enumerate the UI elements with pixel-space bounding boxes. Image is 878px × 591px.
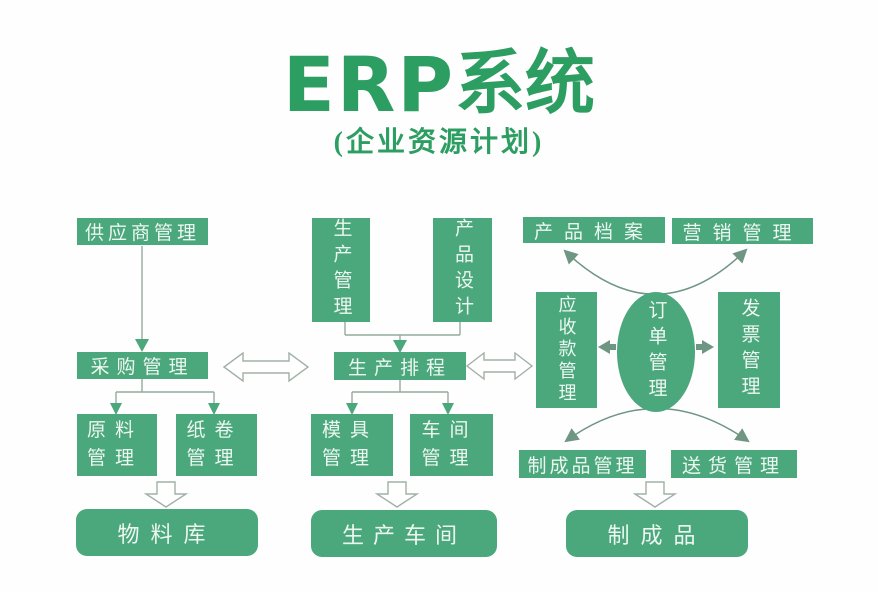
node-label: 原料管理 <box>87 419 144 470</box>
node-mold-management: 模具管理 <box>311 414 393 476</box>
connector-schedule-to-mold-workshop <box>346 380 454 415</box>
double-arrow-purchase-schedule <box>222 351 310 383</box>
node-product-archive: 产品档案 <box>523 217 665 243</box>
node-label: 模具管理 <box>322 419 379 470</box>
node-label: 生产车间 <box>341 522 466 548</box>
node-label: 发票管理 <box>738 298 760 402</box>
node-label: 营销管理 <box>682 222 803 244</box>
node-finished-product: 制成品 <box>566 510 748 557</box>
node-delivery-management: 送货管理 <box>671 450 797 478</box>
node-label: 送货管理 <box>681 455 786 477</box>
node-order-management: 订单管理 <box>617 292 695 412</box>
node-label: 生产管理 <box>330 218 352 322</box>
node-production-management: 生产管理 <box>312 218 370 322</box>
node-label: 应收款管理 <box>556 295 577 405</box>
node-label: 物料库 <box>117 521 217 547</box>
connector-prodmgmt-design-to-schedule <box>344 322 461 353</box>
block-arrow-to-warehouse <box>143 481 189 508</box>
block-arrow-to-finished <box>632 481 678 508</box>
node-material-warehouse: 物料库 <box>76 509 258 556</box>
node-purchasing-management: 采购管理 <box>77 352 208 379</box>
node-production-workshop: 生产车间 <box>311 510 497 557</box>
node-label: 产品设计 <box>452 218 473 322</box>
node-label: 纸卷管理 <box>186 419 243 470</box>
node-invoice-management: 发票管理 <box>718 292 780 408</box>
page-title: ERP系统 <box>0 47 878 123</box>
node-supplier-management: 供应商管理 <box>77 218 208 245</box>
connector-purchase-to-raw-paper <box>110 379 220 415</box>
arrow-order-to-invoice <box>696 340 714 354</box>
node-label: 订单管理 <box>645 300 667 404</box>
node-label: 采购管理 <box>90 357 195 378</box>
arc-order-to-archive-marketing <box>563 248 748 295</box>
node-product-design: 产品设计 <box>433 218 492 322</box>
node-label: 车间管理 <box>421 419 478 470</box>
arrow-supplier-to-purchase <box>135 246 149 352</box>
node-raw-material-management: 原料管理 <box>77 414 157 476</box>
page-subtitle: (企业资源计划) <box>333 127 545 158</box>
node-production-scheduling: 生产排程 <box>334 352 466 380</box>
node-workshop-management: 车间管理 <box>410 414 493 476</box>
node-finished-product-management: 制成品管理 <box>519 450 646 478</box>
node-paper-roll-management: 纸卷管理 <box>176 414 257 476</box>
node-label: 产品档案 <box>533 221 654 243</box>
node-label: 生产排程 <box>347 357 452 379</box>
double-arrow-schedule-receivables <box>465 351 534 381</box>
node-marketing-management: 营销管理 <box>672 218 813 244</box>
title-system: 系统 <box>455 46 596 124</box>
arrow-order-to-receivables <box>598 340 616 354</box>
node-label: 制成品管理 <box>527 455 638 477</box>
title-erp: ERP <box>282 40 456 130</box>
arc-order-to-finmgmt-delivery <box>564 407 750 443</box>
block-arrow-to-prodworkshop <box>374 481 420 508</box>
node-receivables-management: 应收款管理 <box>536 292 597 408</box>
node-label: 供应商管理 <box>84 223 200 244</box>
node-label: 制成品 <box>607 522 707 548</box>
